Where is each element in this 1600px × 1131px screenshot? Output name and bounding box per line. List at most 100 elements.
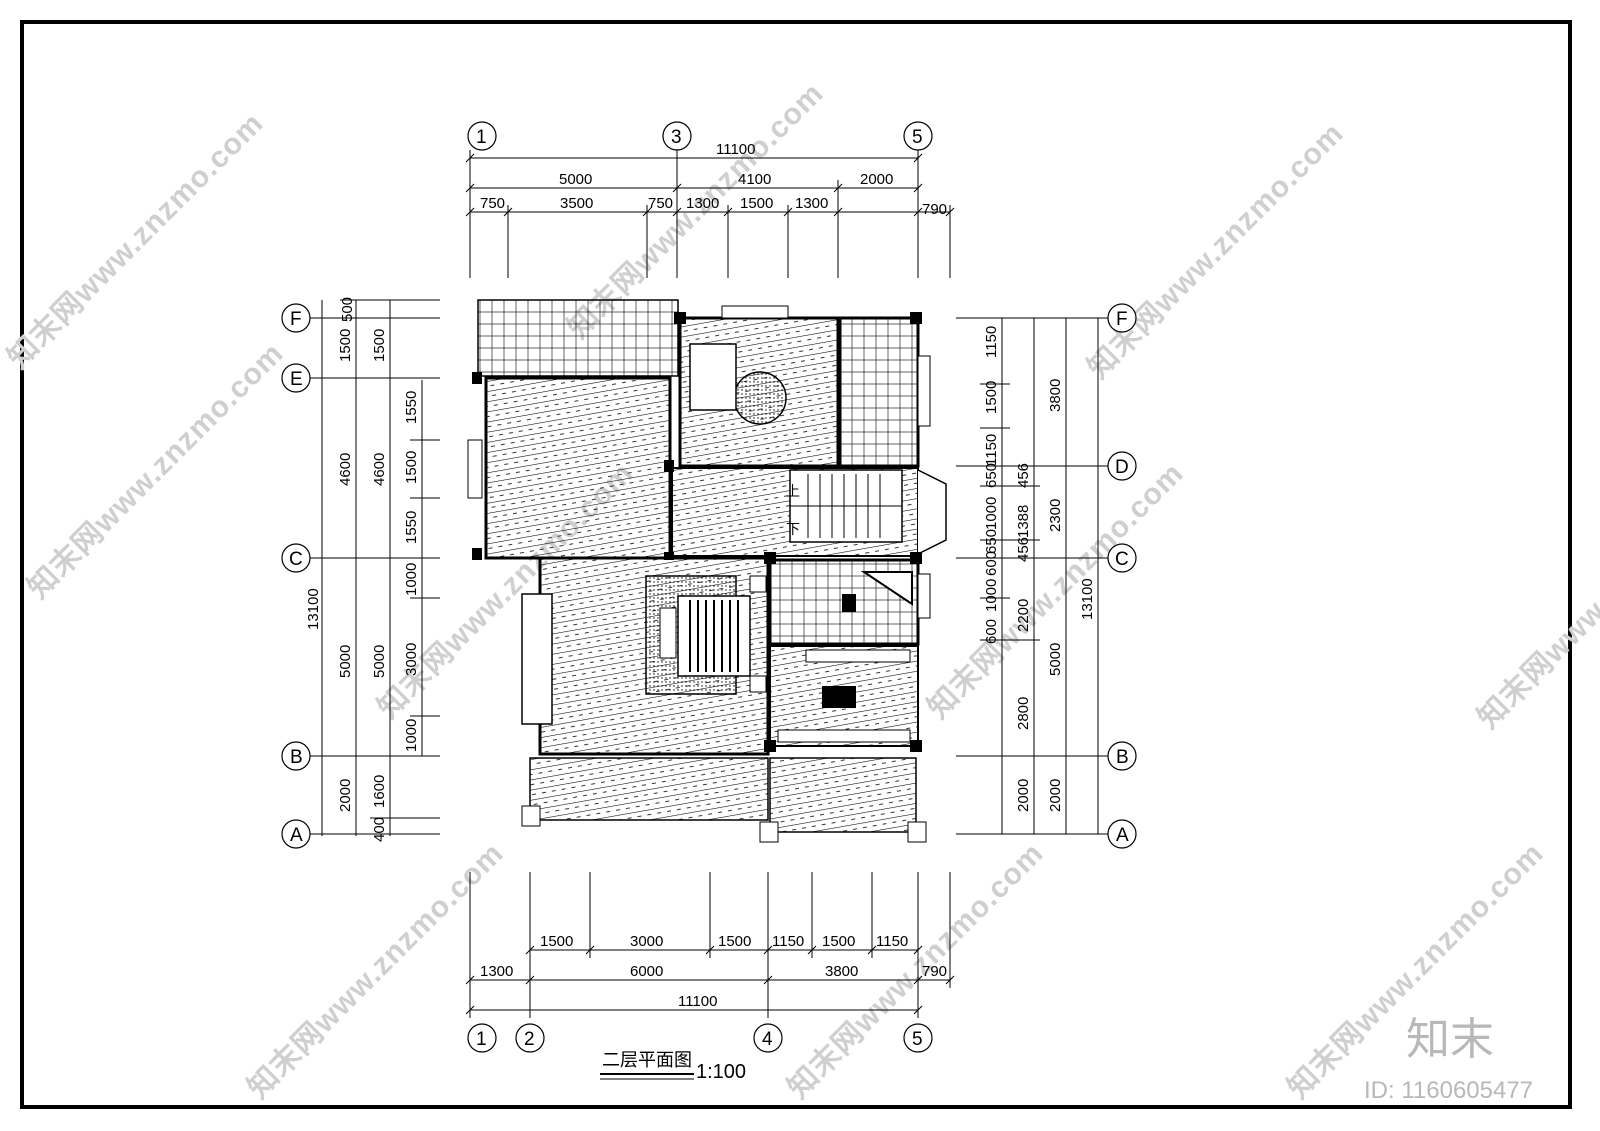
grid-bubble-C-left: C	[281, 543, 311, 573]
closet-island	[822, 686, 856, 708]
corner-bathtub	[860, 571, 913, 606]
dim-top-row3: 750	[648, 195, 673, 212]
grid-bubble-3-top: 3	[662, 121, 692, 151]
brand-watermark: 知末	[1406, 1015, 1494, 1064]
watermark-text: 知末网www.znzmo.com	[782, 837, 1050, 1105]
dim-right-col2: 1388	[1015, 505, 1032, 538]
dim-right-col1: 1000	[983, 497, 1000, 530]
drawing-title: 二层平面图	[602, 1050, 692, 1070]
dim-right-col3: 2300	[1047, 499, 1064, 532]
dim-right-col2: 2200	[1015, 599, 1032, 632]
dim-bottom-overall: 11100	[678, 993, 718, 1010]
dim-top-overall: 11100	[716, 141, 756, 158]
grid-bubble-F-right: F	[1107, 303, 1137, 333]
dim-left-col2: 2000	[337, 779, 354, 812]
right-dimensions	[956, 317, 1110, 835]
dim-top-row3: 750	[480, 195, 505, 212]
dim-top-row3: 3500	[560, 195, 593, 212]
dim-right-col1: 650	[983, 529, 1000, 554]
dim-top-row2: 5000	[559, 171, 592, 188]
svg-text:B: B	[1116, 747, 1129, 768]
grid-bubble-5-top: 5	[903, 121, 933, 151]
dim-top-row3: 1300	[686, 195, 719, 212]
grid-bubble-B-left: B	[281, 741, 311, 771]
dim-left-col4: 3000	[403, 643, 420, 676]
dim-right-col2: 456	[1015, 537, 1032, 562]
pier-south-mid	[759, 821, 779, 843]
dim-right-col1: 600	[983, 619, 1000, 644]
dim-left-col3: 400	[371, 817, 388, 842]
dim-left-col4: 1000	[403, 719, 420, 752]
dim-bottom-row1: 1500	[718, 933, 751, 950]
svg-text:4: 4	[762, 1029, 773, 1050]
dim-left-col3: 4600	[371, 453, 388, 486]
grid-bubble-F-left: F	[281, 303, 311, 333]
balcony-north-west	[477, 299, 679, 377]
dim-right-col1: 1500	[983, 381, 1000, 414]
toilet	[842, 594, 856, 612]
dim-right-col1: 650	[983, 463, 1000, 488]
grid-bubble-1-top: 1	[467, 121, 497, 151]
grid-bubble-2-bottom: 2	[515, 1023, 545, 1053]
dim-left-col3: 500	[339, 297, 356, 322]
dim-top-row3: 1300	[795, 195, 828, 212]
bay-window-east	[917, 469, 947, 555]
svg-text:1: 1	[476, 127, 487, 148]
id-watermark: ID: 1160605477	[1364, 1077, 1533, 1104]
stair-up-label: 上	[786, 483, 800, 499]
window-east-bath	[917, 355, 931, 427]
grid-bubble-E-left: E	[281, 363, 311, 393]
dim-right-col1: 1150	[983, 326, 1000, 358]
round-rug	[733, 371, 787, 425]
grid-bubble-A-right: A	[1107, 819, 1137, 849]
watermark-text: 知末网www.znzmo.com	[1082, 117, 1350, 385]
bathroom-north-east	[838, 316, 920, 468]
grid-bubble-4-bottom: 4	[753, 1023, 783, 1053]
svg-text:C: C	[289, 549, 303, 570]
bed-north-east	[689, 343, 737, 411]
dim-top-row3: 790	[922, 201, 947, 218]
dim-left-overall: 13100	[305, 588, 322, 630]
dim-top-row2: 2000	[860, 171, 893, 188]
dim-bottom-row2: 3800	[825, 963, 858, 980]
svg-text:A: A	[1116, 825, 1129, 846]
svg-text:F: F	[290, 309, 302, 330]
grid-bubble-B-right: B	[1107, 741, 1137, 771]
dim-right-col3: 5000	[1047, 643, 1064, 676]
dim-right-col1: 600	[983, 551, 1000, 576]
svg-text:3: 3	[671, 127, 682, 148]
svg-text:F: F	[1116, 309, 1128, 330]
dim-left-col3: 5000	[371, 645, 388, 678]
dim-top-row2: 4100	[738, 171, 771, 188]
nightstand-top	[749, 575, 767, 593]
svg-text:B: B	[290, 747, 303, 768]
dim-right-col1: 1000	[983, 579, 1000, 612]
dim-left-col4: 1500	[403, 451, 420, 484]
dim-right-col3: 3800	[1047, 379, 1064, 412]
drawing-scale: 1:100	[696, 1061, 746, 1083]
dim-right-col3: 2000	[1047, 779, 1064, 812]
balcony-south-east	[769, 757, 917, 833]
dim-left-col2: 5000	[337, 645, 354, 678]
dim-left-col2: 4600	[337, 453, 354, 486]
dim-left-col4: 1550	[403, 511, 420, 544]
top-dimensions	[465, 150, 955, 278]
dim-right-col2: 456	[1015, 463, 1032, 488]
dim-right-overall: 13100	[1079, 578, 1096, 620]
pier-south-east	[907, 821, 927, 843]
dim-right-col1: 2000	[1015, 779, 1032, 812]
dim-bottom-row2: 1300	[480, 963, 513, 980]
wardrobe-west	[521, 593, 553, 725]
stair-down-label: 下	[786, 521, 800, 537]
watermark-text: 知末网www.znzmo.com	[2, 107, 270, 375]
dim-bottom-row1: 1500	[822, 933, 855, 950]
room-north-west	[484, 376, 672, 560]
dim-right-col1: 1150	[983, 434, 1000, 466]
dim-left-col3: 1600	[371, 775, 388, 808]
balcony-south-west	[529, 757, 769, 821]
closet-rail-bottom	[777, 729, 911, 743]
window-east-master-bath	[917, 573, 931, 619]
pier-south-west	[521, 805, 541, 827]
watermark-text: 知末网www.znzmo.com	[1282, 837, 1550, 1105]
